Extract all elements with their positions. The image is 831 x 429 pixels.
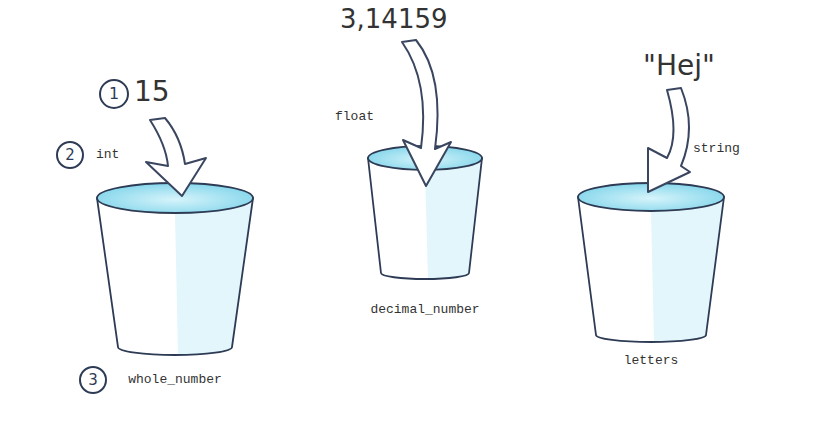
bucket-outline (368, 158, 482, 279)
bucket-node: decimal_number (362, 140, 488, 322)
variable-name: whole_number (90, 372, 260, 387)
value-arrow (648, 88, 690, 192)
bucket-opening (97, 183, 253, 213)
bucket-shade (425, 158, 482, 279)
value-label: "Hej" (643, 52, 715, 80)
value-label: 3,14159 (340, 6, 448, 32)
type-label: int (96, 148, 119, 161)
bucket-node: letters (572, 177, 730, 375)
bucket-body (368, 158, 482, 279)
callout-number: 2 (56, 141, 84, 169)
callout-number: 3 (79, 366, 107, 394)
bucket-body (97, 198, 253, 355)
bucket-shape (90, 176, 260, 392)
value-label: 15 (134, 78, 170, 106)
bucket-body (578, 197, 724, 342)
variable-name: letters (572, 353, 730, 368)
type-label: float (335, 110, 374, 123)
bucket-shape (572, 177, 730, 375)
bucket-outline (578, 197, 724, 342)
variable-name: decimal_number (362, 302, 488, 317)
bucket-shade (651, 197, 724, 342)
bucket-outline (97, 198, 253, 355)
bucket-opening (368, 146, 482, 170)
bucket-node: whole_number (90, 176, 260, 392)
callout-number: 1 (99, 79, 129, 109)
type-label: string (693, 142, 740, 155)
bucket-opening (578, 183, 724, 211)
bucket-shape (362, 140, 488, 322)
